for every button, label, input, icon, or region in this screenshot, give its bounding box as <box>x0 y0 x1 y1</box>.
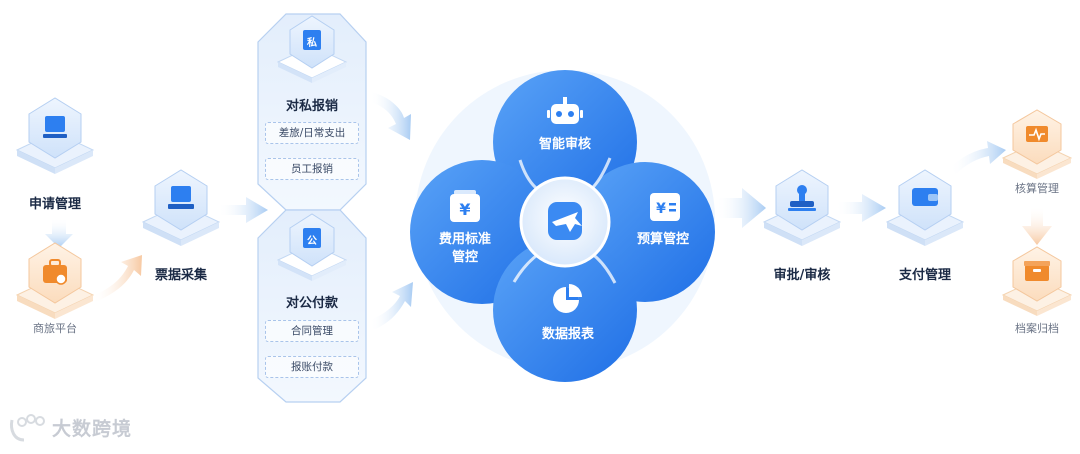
invoice-tile <box>141 169 221 246</box>
travel-platform-label: 商旅平台 <box>33 322 77 335</box>
data-report-label: 数据报表 <box>541 327 595 342</box>
svg-text:¥: ¥ <box>459 200 470 219</box>
apply-label: 申请管理 <box>28 197 82 212</box>
private-tile <box>276 15 348 83</box>
arrow-public-to-center <box>370 282 413 330</box>
monitor-icon <box>45 116 65 132</box>
payment-label: 支付管理 <box>898 268 952 283</box>
arrow-verification-to-archive <box>1022 206 1052 245</box>
center-pinwheel: ¥ ¥ <box>410 70 715 382</box>
public-doc-icon <box>303 228 321 248</box>
arrow-apply-to-travel <box>45 218 73 248</box>
stamp-icon <box>788 185 816 211</box>
smart-audit-label: 智能审核 <box>538 137 592 152</box>
verification-tile <box>1001 109 1073 179</box>
archive-label: 档案归档 <box>1015 322 1059 335</box>
approval-label: 审批/审核 <box>773 268 831 283</box>
private-item-employee: 员工报销 <box>265 158 359 180</box>
flow-arrows <box>45 92 1052 330</box>
expense-standard-label-line2: 管控 <box>451 250 479 265</box>
private-icon-char: 私 <box>307 38 317 49</box>
approval-tile <box>762 169 842 246</box>
expense-yen-icon: ¥ <box>450 190 480 222</box>
watermark-logo-icon <box>10 414 45 442</box>
robot-icon <box>547 97 583 124</box>
public-icon-char: 公 <box>307 236 317 247</box>
payment-tile <box>885 169 965 246</box>
apply-tile <box>15 97 95 174</box>
public-payment-title: 对公付款 <box>285 296 339 311</box>
arrow-travel-to-invoice <box>92 255 142 302</box>
private-reimburse-title: 对私报销 <box>285 99 339 114</box>
private-doc-icon <box>303 30 321 50</box>
arrow-private-to-center <box>370 92 411 140</box>
budget-yen-icon: ¥ <box>650 193 680 221</box>
public-item-contract: 合同管理 <box>265 320 359 342</box>
public-tile <box>276 213 348 281</box>
svg-text:¥: ¥ <box>656 201 666 217</box>
hub-logo-icon <box>548 202 582 240</box>
arrow-invoice-to-panels <box>218 197 268 223</box>
archive-tile <box>1001 246 1073 316</box>
watermark-text: 大数跨境 <box>52 418 133 440</box>
arrow-center-to-approval <box>716 188 766 228</box>
invoice-collect-label: 票据采集 <box>154 268 208 283</box>
budget-control-label: 预算管控 <box>636 232 690 247</box>
scanner-icon <box>171 186 191 202</box>
arrow-approval-to-payment <box>836 194 886 222</box>
verification-label: 核算管理 <box>1015 182 1059 195</box>
expense-standard-label-line1: 费用标准 <box>438 232 492 247</box>
wallet-icon <box>912 188 938 206</box>
travel-tile <box>15 242 95 319</box>
arrow-payment-to-verification <box>950 141 1006 174</box>
private-item-travel: 差旅/日常支出 <box>265 122 359 144</box>
archive-box-icon <box>1025 265 1049 281</box>
pie-chart-icon <box>553 284 582 313</box>
public-item-settlement: 报账付款 <box>265 356 359 378</box>
